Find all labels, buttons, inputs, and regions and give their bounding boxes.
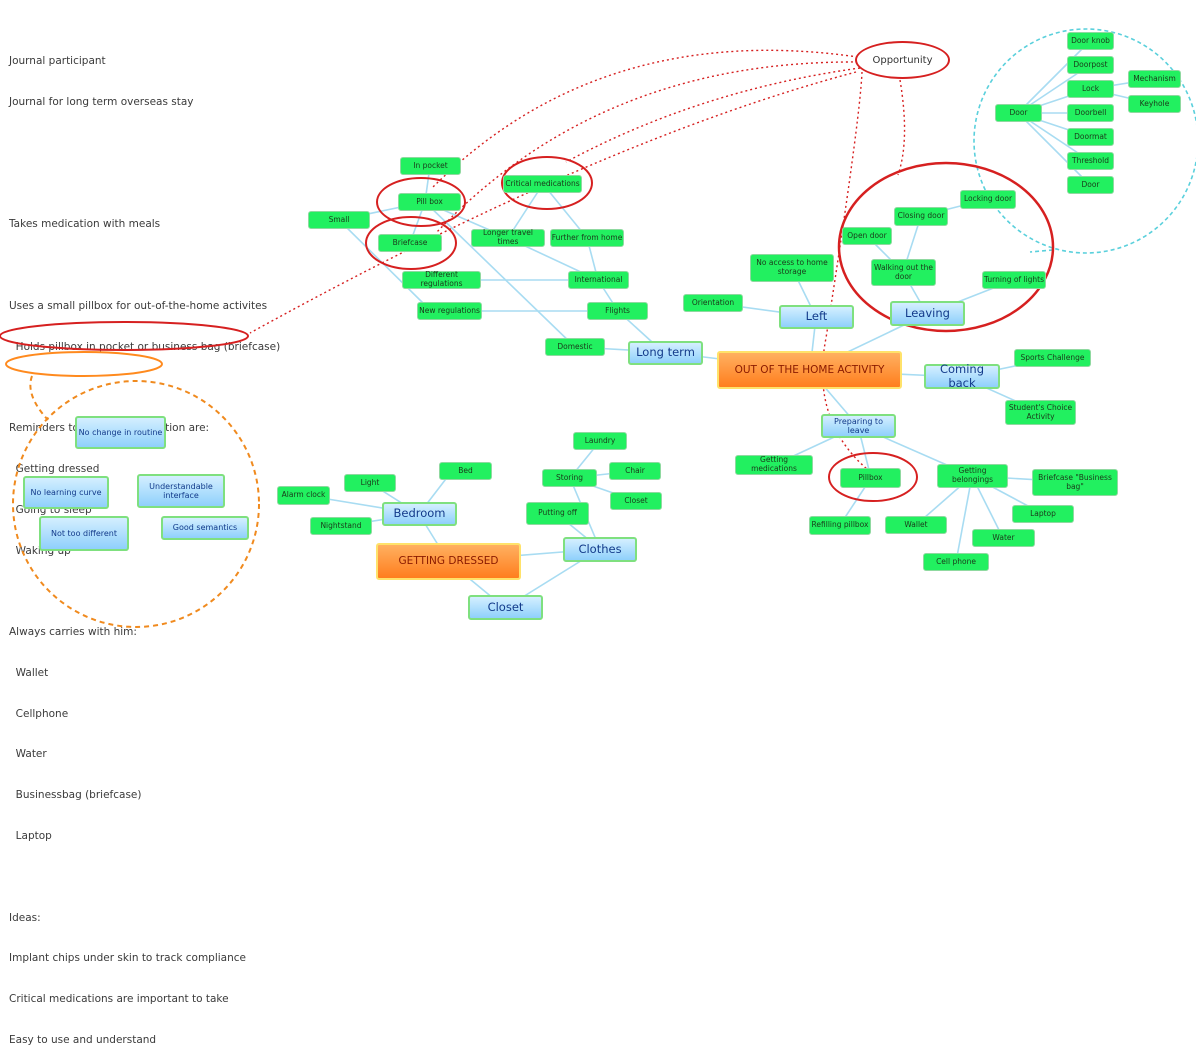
small-node[interactable]: Small [308, 211, 370, 229]
note-line: Easy to use and understand [9, 1033, 157, 1046]
door-knob-node[interactable]: Door knob [1067, 32, 1114, 50]
opportunity-node[interactable]: Opportunity [855, 41, 950, 79]
no-change-routine-node[interactable]: No change in routine [75, 416, 166, 449]
briefcase-bag-node[interactable]: Briefcase "Business bag" [1032, 469, 1118, 496]
domestic-node[interactable]: Domestic [545, 338, 605, 356]
longer-travel-node[interactable]: Longer travel times [471, 229, 545, 247]
door-leaf-node[interactable]: Door [1067, 176, 1114, 194]
walking-out-node[interactable]: Walking out the door [871, 259, 936, 286]
closet-node[interactable]: Closet [468, 595, 543, 620]
doorpost-node[interactable]: Doorpost [1067, 56, 1114, 74]
keyhole-node[interactable]: Keyhole [1128, 95, 1181, 113]
doorbell-node[interactable]: Doorbell [1067, 104, 1114, 122]
cell-phone-node[interactable]: Cell phone [923, 553, 989, 571]
storing-node[interactable]: Storing [542, 469, 597, 487]
clothes-node[interactable]: Clothes [563, 537, 637, 562]
students-choice-node[interactable]: Student's Choice Activity [1005, 400, 1076, 425]
note-line [9, 871, 280, 885]
note-line: Critical medications are important to ta… [9, 993, 229, 1006]
leaving-highlight [837, 161, 1055, 333]
mechanism-node[interactable]: Mechanism [1128, 70, 1181, 88]
bed-node[interactable]: Bed [439, 462, 492, 480]
closet-small-node[interactable]: Closet [610, 492, 662, 510]
door-group-link [1029, 249, 1054, 253]
note-line: Water [9, 748, 47, 761]
laundry-node[interactable]: Laundry [573, 432, 627, 450]
threshold-node[interactable]: Threshold [1067, 152, 1114, 170]
note-line: Businessbag (briefcase) [9, 789, 142, 802]
long-term-node[interactable]: Long term [628, 341, 703, 365]
bedroom-node[interactable]: Bedroom [382, 502, 457, 526]
new-regulations-node[interactable]: New regulations [417, 302, 482, 320]
open-door-node[interactable]: Open door [842, 227, 892, 245]
opportunity-links [249, 49, 906, 471]
easy-group-outline [12, 380, 260, 628]
pillbox-highlight [828, 452, 918, 502]
note-line: Cellphone [9, 707, 69, 720]
closing-door-node[interactable]: Closing door [894, 207, 948, 226]
note-line: Journal for long term overseas stay [9, 95, 194, 108]
not-too-different-node[interactable]: Not too different [39, 516, 129, 551]
orientation-node[interactable]: Orientation [683, 294, 743, 312]
critical-meds-highlight [501, 156, 593, 210]
light-node[interactable]: Light [344, 474, 396, 492]
wallet-node[interactable]: Wallet [885, 516, 947, 534]
door-group-outline [973, 28, 1196, 254]
briefcase-node[interactable]: Briefcase [378, 234, 442, 252]
doormat-node[interactable]: Doormat [1067, 128, 1114, 146]
good-semantics-node[interactable]: Good semantics [161, 516, 249, 540]
note-line: Journal participant [9, 55, 106, 68]
note-line: Laptop [9, 830, 52, 843]
alarm-clock-node[interactable]: Alarm clock [277, 486, 330, 505]
lock-node[interactable]: Lock [1067, 80, 1114, 98]
note-line: Wallet [9, 666, 49, 679]
note-line: Takes medication with meals [9, 218, 161, 231]
getting-medications-node[interactable]: Getting medications [735, 455, 813, 475]
easy-idea-highlight [5, 351, 163, 377]
international-node[interactable]: International [568, 271, 629, 289]
no-access-node[interactable]: No access to home storage [750, 254, 834, 282]
locking-door-node[interactable]: Locking door [960, 190, 1016, 209]
leaving-node[interactable]: Leaving [890, 301, 965, 326]
door-root-node[interactable]: Door [995, 104, 1042, 122]
getting-dressed-node[interactable]: GETTING DRESSED [376, 543, 521, 580]
note-line: Getting dressed [9, 463, 100, 475]
left-node[interactable]: Left [779, 305, 854, 329]
implant-idea-highlight [0, 321, 249, 351]
note-line: Ideas: [9, 911, 41, 924]
pill-box-highlight [376, 177, 466, 227]
different-regulations-node[interactable]: Different regulations [402, 271, 481, 289]
laptop-node[interactable]: Laptop [1012, 505, 1074, 523]
easy-group-link [29, 375, 49, 421]
briefcase-highlight [365, 216, 457, 270]
preparing-node[interactable]: Preparing to leave [821, 414, 896, 438]
note-line: Uses a small pillbox for out-of-the-home… [9, 299, 268, 312]
pillbox-node[interactable]: Pillbox [840, 468, 901, 488]
sports-challenge-node[interactable]: Sports Challenge [1014, 349, 1091, 367]
note-line: Implant chips under skin to track compli… [9, 952, 247, 965]
turning-lights-node[interactable]: Turning of lights [982, 271, 1046, 289]
nightstand-node[interactable]: Nightstand [310, 517, 372, 535]
no-learning-curve-node[interactable]: No learning curve [23, 476, 109, 509]
coming-back-node[interactable]: Coming back [924, 363, 1000, 389]
pill-box-node[interactable]: Pill box [398, 193, 461, 211]
further-home-node[interactable]: Further from home [550, 229, 624, 247]
flights-node[interactable]: Flights [587, 302, 648, 320]
understandable-interface-node[interactable]: Understandable interface [137, 474, 225, 508]
putting-off-node[interactable]: Putting off [526, 502, 589, 525]
critical-medications-node[interactable]: Critical medications [503, 175, 582, 193]
refilling-pillbox-node[interactable]: Refilling pillbox [809, 516, 871, 535]
getting-belongings-node[interactable]: Getting belongings [937, 464, 1008, 488]
water-node[interactable]: Water [972, 529, 1035, 547]
chair-node[interactable]: Chair [609, 462, 661, 480]
in-pocket-node[interactable]: In pocket [400, 157, 461, 175]
center-node[interactable]: OUT OF THE HOME ACTIVITY [717, 351, 902, 389]
